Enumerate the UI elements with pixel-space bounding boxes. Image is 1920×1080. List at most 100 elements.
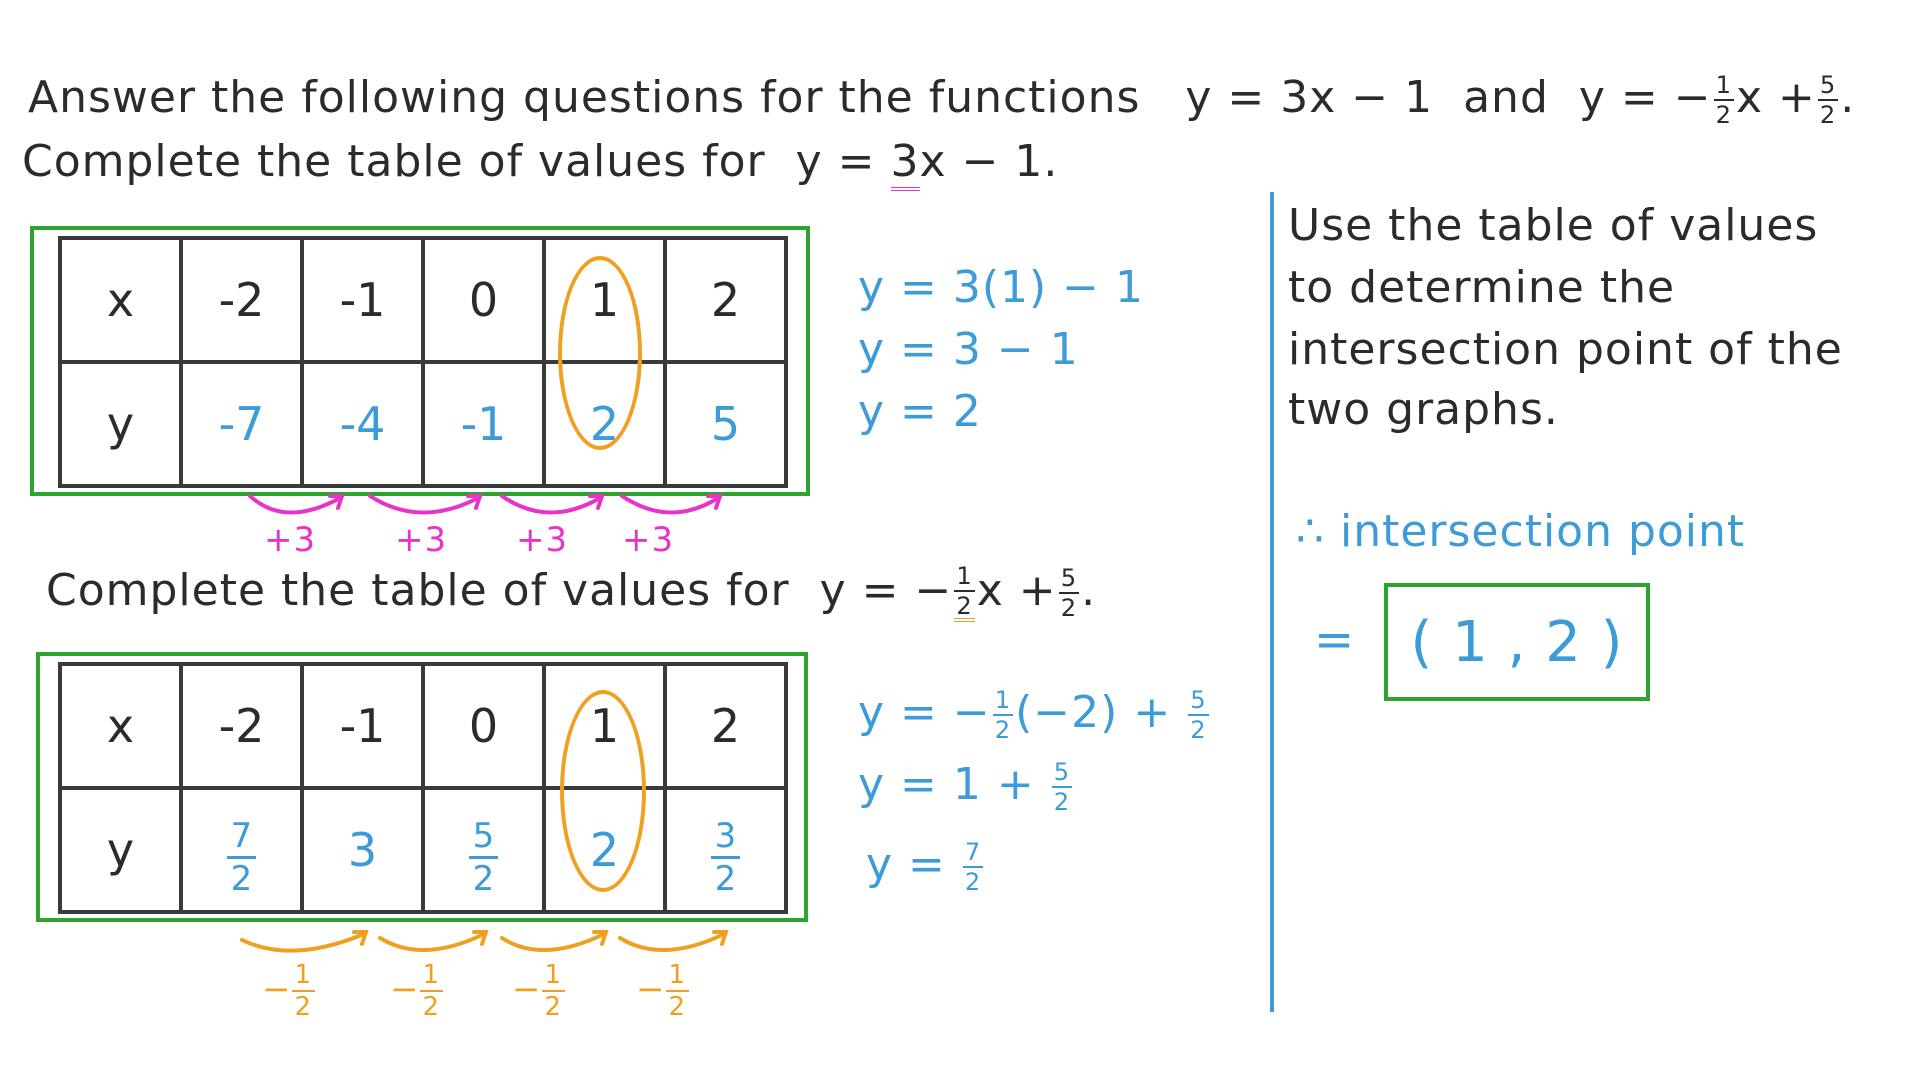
question-1-func-rest: x − 1. [919, 136, 1059, 187]
diff-sign: − [262, 969, 292, 1010]
arrow-head [352, 930, 369, 946]
therefore-statement: ∴ intersection point [1296, 506, 1746, 557]
table-row-x: x -2 -1 0 1 2 [58, 662, 788, 790]
frac-num: 5 [1051, 760, 1073, 789]
frac-den: 2 [714, 859, 737, 899]
arrow-head [592, 930, 609, 946]
y-cell: 5 [663, 360, 788, 488]
arrow-head [328, 494, 345, 510]
frac-num: 7 [962, 840, 984, 869]
diff-sign: − [636, 969, 666, 1010]
working-1-line-2: y = 3 − 1 [858, 324, 1079, 375]
table-row-y: y -7 -4 -1 2 5 [58, 360, 788, 488]
frac-num: 1 [954, 564, 975, 593]
function-2-end: . [1840, 72, 1856, 123]
question-2-end: . [1081, 565, 1097, 617]
intro-line: Answer the following questions for the f… [28, 72, 1855, 127]
question-1-func-y: y = [795, 136, 876, 187]
frac-den: 2 [1715, 101, 1732, 129]
frac-num: 5 [1188, 688, 1209, 717]
instruction-line-1: Use the table of values [1288, 200, 1819, 251]
frac-num: 7 [226, 819, 257, 859]
frac-den: 2 [1053, 788, 1071, 817]
function-2-mid: x + [1736, 72, 1816, 123]
header-y: y [58, 360, 183, 488]
header-y: y [58, 786, 183, 914]
x-cell: -2 [179, 662, 304, 790]
y-cell: 3 [300, 786, 425, 914]
x-cell: 2 [663, 236, 788, 364]
question-2-text: Complete the table of values for [46, 565, 790, 617]
working-text: (−2) + [1015, 687, 1172, 739]
y-cell: -4 [300, 360, 425, 488]
frac-num: 3 [710, 819, 741, 859]
frac-num: 5 [468, 819, 499, 859]
header-x: x [58, 236, 183, 364]
difference-label: +3 [264, 520, 317, 560]
table-of-values-1: x -2 -1 0 1 2 y -7 -4 -1 2 5 [58, 236, 788, 488]
column-divider [1270, 192, 1274, 1012]
x-cell: -1 [300, 662, 425, 790]
arrow-head [712, 930, 729, 946]
x-cell: 0 [421, 662, 546, 790]
working-text: y = 1 + [858, 759, 1035, 811]
header-x: x [58, 662, 183, 790]
frac-den: 2 [230, 859, 253, 899]
x-cell: 0 [421, 236, 546, 364]
frac-num: 1 [291, 962, 316, 992]
arrow-head [706, 494, 723, 510]
arrow-curve [248, 494, 342, 515]
frac-den: 2 [1060, 594, 1078, 623]
frac-num: 1 [1713, 73, 1734, 101]
x-cell: 2 [663, 662, 788, 790]
difference-arrows-2 [240, 930, 729, 953]
frac-num: 5 [1058, 566, 1080, 595]
working-1-line-3: y = 2 [858, 386, 982, 437]
answer-equals: = [1314, 612, 1356, 668]
difference-arrows-1 [248, 494, 723, 515]
y-cell: -1 [421, 360, 546, 488]
highlight-oval-1 [558, 256, 642, 450]
frac-den: 2 [994, 716, 1012, 745]
intro-and: and [1463, 72, 1549, 123]
frac-den: 2 [422, 992, 441, 1022]
arrow-curve [500, 494, 602, 515]
function-1: y = 3x − 1 [1185, 72, 1434, 123]
frac-den: 2 [964, 868, 982, 897]
frac-num: 1 [419, 962, 444, 992]
working-1-line-1: y = 3(1) − 1 [858, 262, 1145, 313]
frac-den: 2 [294, 992, 313, 1022]
diff-sign: − [512, 969, 542, 1010]
diff-sign: − [390, 969, 420, 1010]
frac-num: 1 [665, 962, 690, 992]
frac-den: 2 [1819, 101, 1837, 129]
frac-den: 2 [956, 592, 973, 621]
working-text: y = − [858, 687, 991, 739]
arrow-head [466, 494, 483, 510]
frac-num: 5 [1817, 73, 1839, 101]
question-2-func-prefix: y = − [819, 565, 953, 617]
table-1-frame [30, 226, 810, 496]
instruction-line-2: to determine the [1288, 262, 1676, 313]
arrow-head [588, 494, 605, 510]
question-1-text: Complete the table of values for [22, 136, 766, 187]
function-2-prefix: y = − [1578, 72, 1712, 123]
arrow-curve [620, 494, 720, 515]
